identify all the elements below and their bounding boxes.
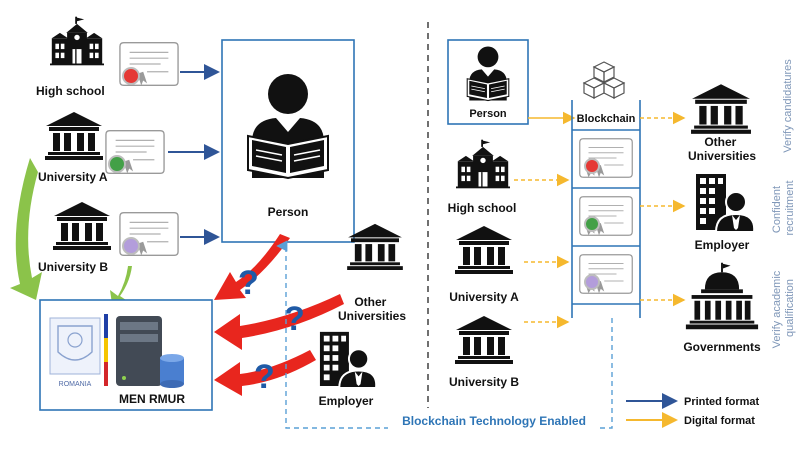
school-building-icon [456, 139, 510, 189]
right-university-b-label: University B [449, 375, 519, 389]
blockchain-enabled-banner: Blockchain Technology Enabled [402, 414, 586, 428]
employer-icon [318, 330, 376, 388]
university-icon [455, 316, 513, 364]
governments-label: Governments [683, 340, 761, 354]
side-label-line: recruitment [784, 180, 796, 235]
university-icon [53, 202, 111, 250]
blockchain-cubes-icon [582, 61, 626, 99]
question-mark: ? [238, 264, 259, 302]
university-icon [45, 112, 103, 160]
side-label-line: Verify academic [771, 270, 783, 348]
men-rmur-label: MEN RMUR [119, 392, 185, 406]
certificate-icon [579, 138, 633, 178]
red-arrow [214, 350, 316, 396]
left-person-label: Person [268, 205, 309, 219]
certificate-icon [105, 129, 165, 175]
green-arrow [110, 266, 132, 304]
legend-digital-label: Digital format [684, 415, 755, 427]
side-label-line: Confident [771, 186, 783, 233]
right-university-a-label: University A [449, 290, 519, 304]
university-icon [347, 223, 403, 270]
certificate-icon [579, 196, 633, 236]
school-building-icon [50, 16, 104, 66]
side-label-verify-academic-qualification: Verify academic qualification [771, 268, 796, 349]
left-other-universities-label: Other Universities [338, 295, 406, 323]
left-university-a-label: University A [38, 170, 108, 184]
blockchain-label: Blockchain [577, 113, 636, 125]
question-mark: ? [284, 300, 305, 338]
right-high-school-label: High school [448, 201, 517, 215]
legend: Printed format Digital format [626, 393, 760, 428]
left-other-universities-line: Other [354, 295, 386, 309]
left-high-school-label: High school [36, 84, 105, 98]
legend-printed-label: Printed format [684, 396, 760, 408]
right-employer-label: Employer [695, 238, 750, 252]
green-arrow [10, 158, 42, 300]
certificate-icon [119, 41, 179, 87]
red-arrow [214, 234, 290, 300]
database-icon [160, 354, 184, 388]
red-arrow [214, 294, 344, 350]
blockchain-column [571, 100, 641, 318]
right-other-universities-line: Other [704, 135, 736, 149]
side-label-confident-recruitment: Confident recruitment [771, 180, 796, 235]
left-other-universities-line: Universities [338, 309, 406, 323]
right-other-universities-line: Universities [688, 149, 756, 163]
side-label-line: qualification [784, 279, 796, 337]
university-icon [691, 84, 751, 134]
employer-icon [695, 173, 754, 232]
banner-backdrop [388, 411, 600, 429]
flag-bar [104, 314, 108, 386]
university-icon [455, 226, 513, 274]
right-person-label: Person [469, 108, 507, 120]
left-university-b-label: University B [38, 260, 108, 274]
certificate-icon [119, 211, 179, 257]
left-employer-label: Employer [319, 394, 374, 408]
romania-seal-text: ROMANIA [59, 381, 92, 388]
side-label-verify-candidatures: Verify candidatures [782, 59, 794, 153]
romania-seal: ROMANIA [49, 317, 101, 388]
right-other-universities-label: Other Universities [688, 135, 756, 163]
certificate-icon [579, 254, 633, 294]
question-mark: ? [254, 358, 275, 396]
government-icon [685, 262, 759, 330]
server-icon [116, 316, 162, 386]
